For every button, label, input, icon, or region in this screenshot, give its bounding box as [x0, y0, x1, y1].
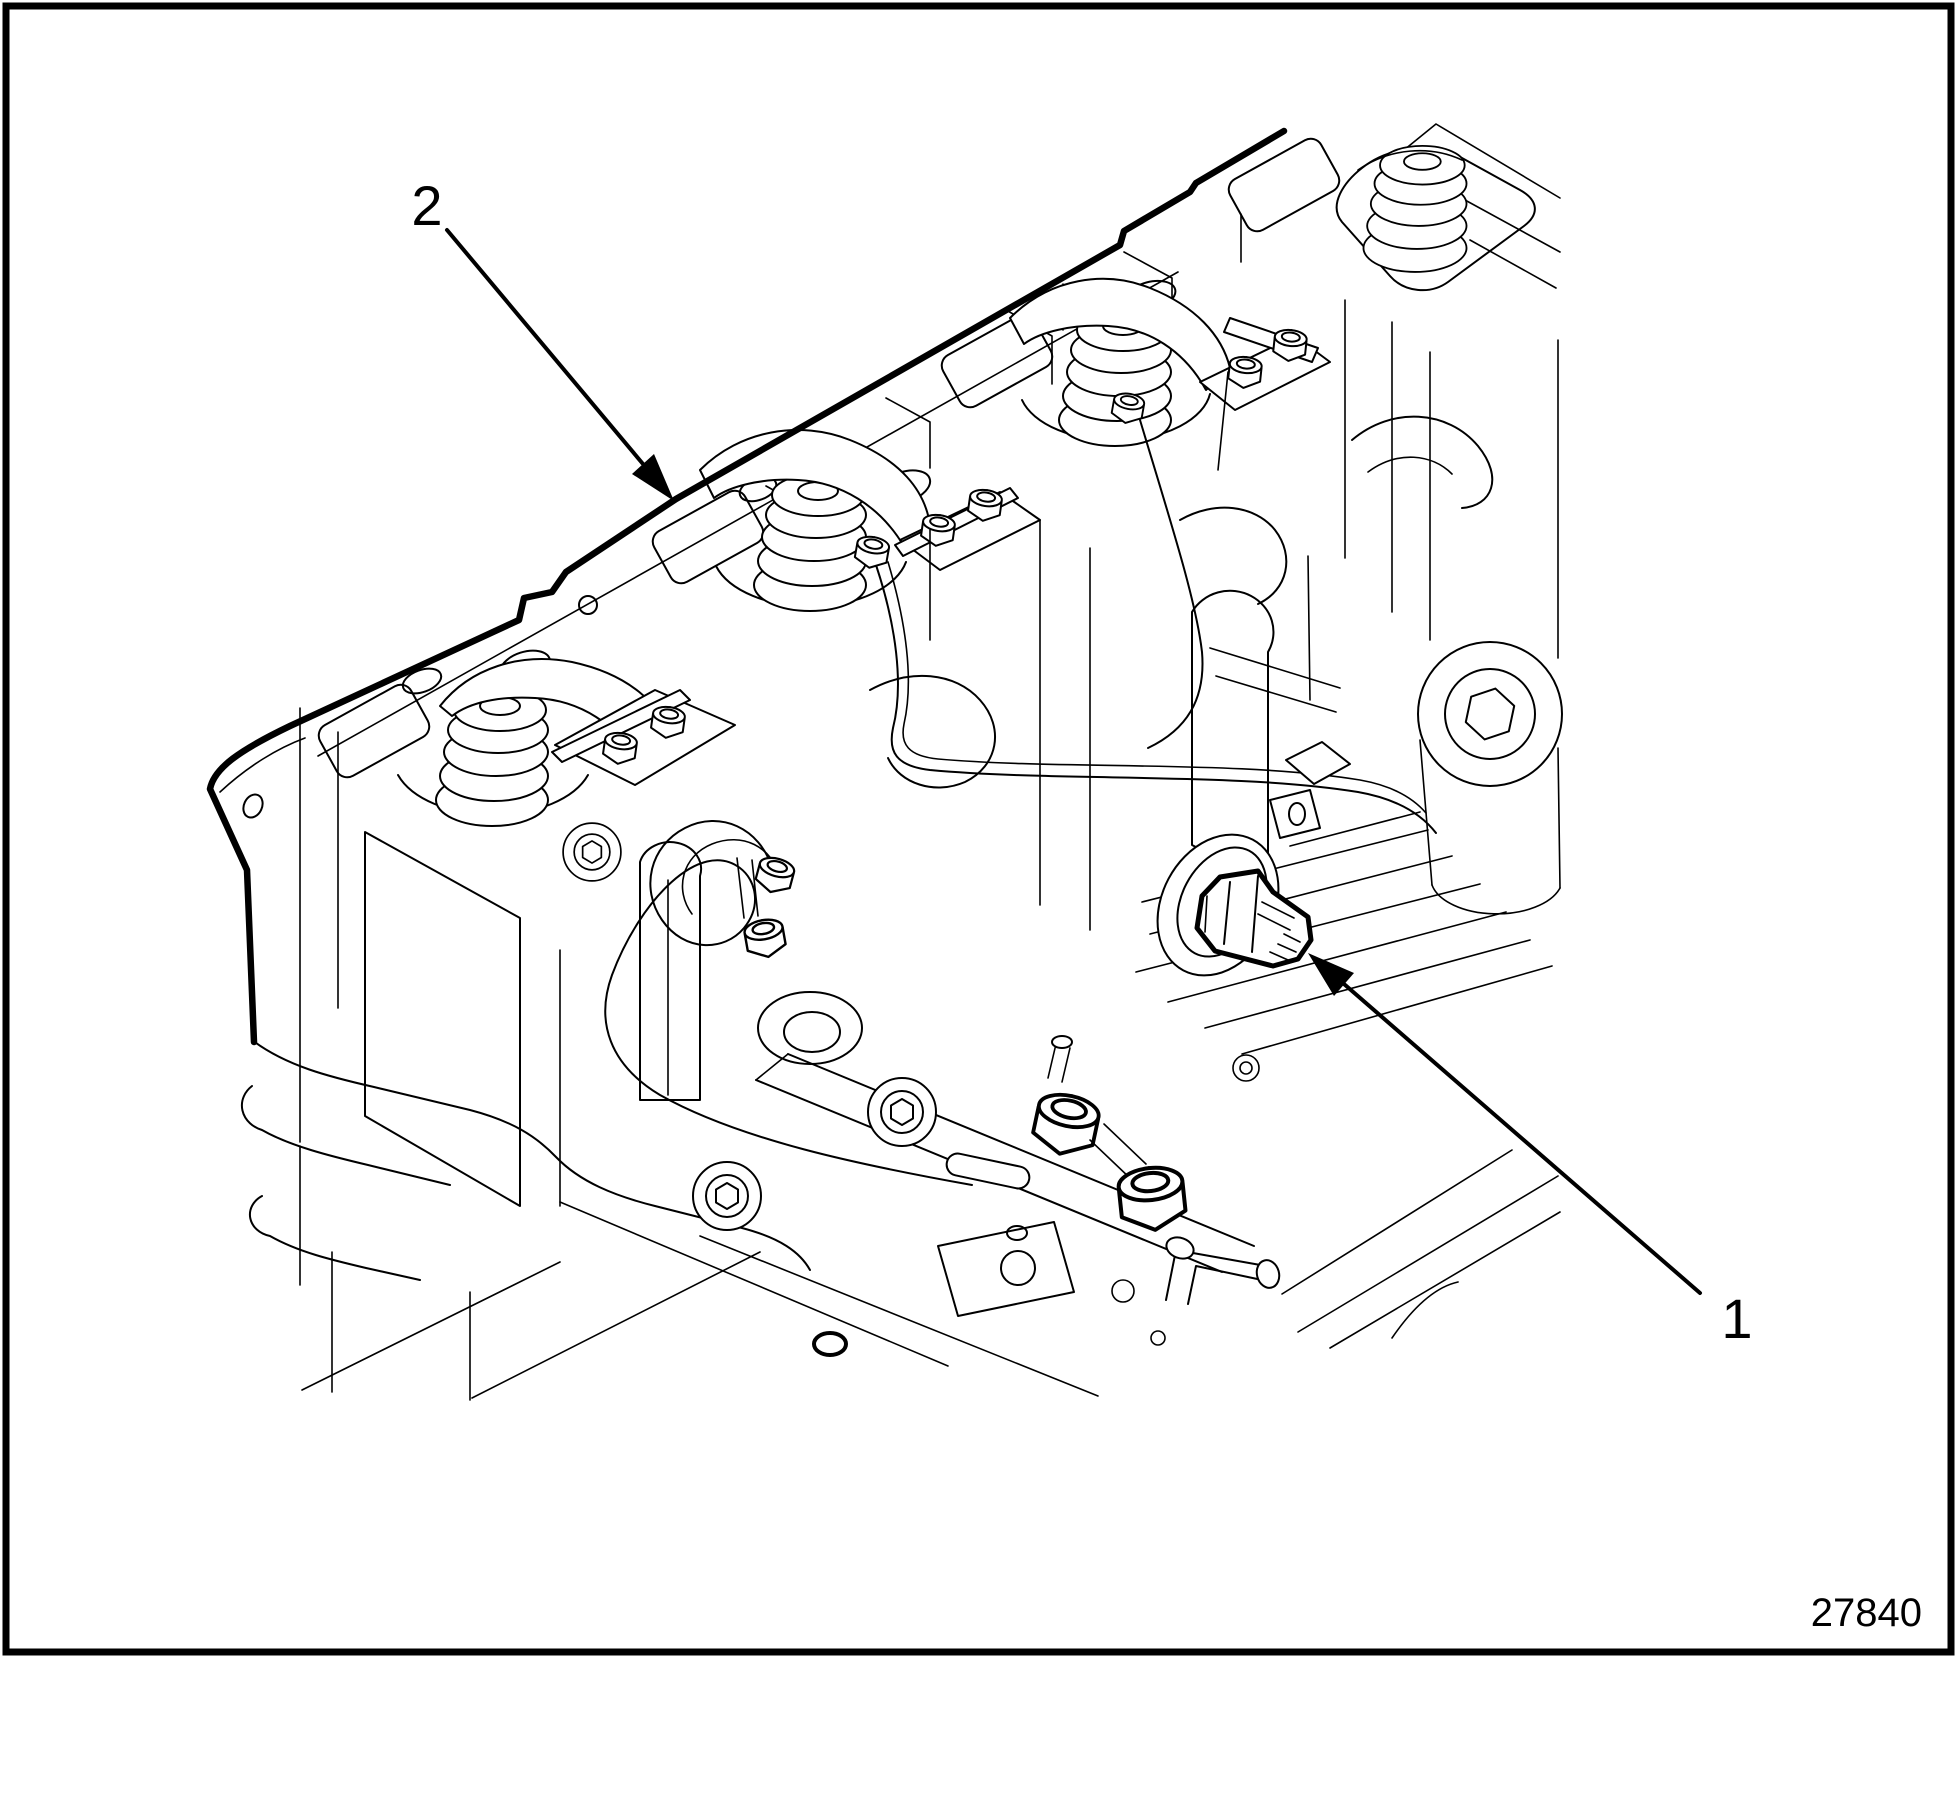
callout-2-leader — [445, 228, 645, 466]
fuel-line-fitting — [736, 853, 798, 962]
engine-block-left-face — [240, 707, 811, 1401]
socket-bolt — [867, 1077, 937, 1147]
callout-1: 1 — [1308, 953, 1753, 1350]
callout-2: 2 — [411, 174, 674, 501]
socket-bolt — [692, 1161, 762, 1231]
sensor-item-1 — [1156, 833, 1314, 977]
rocker-cluster-middle — [699, 429, 1091, 931]
callout-1-label: 1 — [1721, 1287, 1752, 1350]
elbow-pipe — [1165, 1236, 1281, 1305]
callout-1-arrowhead-icon — [1308, 953, 1354, 996]
fuel-lines — [604, 390, 1437, 1186]
rocker-cluster-left — [397, 658, 863, 1101]
drain-plug — [812, 1331, 848, 1357]
callout-1-leader — [1342, 982, 1702, 1295]
callout-2-arrowhead-icon — [632, 454, 674, 501]
callout-2-label: 2 — [411, 174, 442, 237]
engine-line-art — [206, 123, 1563, 1401]
cylinder-head-outline — [206, 127, 1288, 1046]
rocker-cluster-right — [1009, 277, 1331, 605]
mounting-bracket — [937, 1221, 1075, 1317]
socket-bolt — [562, 822, 622, 882]
fuel-manifold-assembly — [559, 1035, 1281, 1397]
figure-number: 27840 — [1811, 1591, 1922, 1635]
rocker-cluster-far-right — [1357, 144, 1468, 273]
figure-border — [2, 2, 1955, 1656]
wire-clamp — [1269, 741, 1351, 839]
